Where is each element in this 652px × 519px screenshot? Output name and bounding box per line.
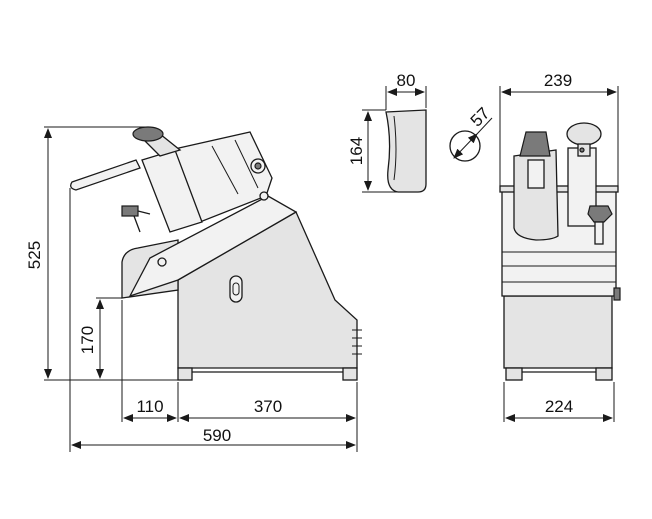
dim-label-width-top: 239 <box>544 71 572 90</box>
hopper-outline <box>385 109 427 193</box>
dim-label-hopper-width: 80 <box>397 71 416 90</box>
front-base-cabinet <box>503 295 613 369</box>
side-pivot <box>157 257 167 267</box>
dim-label-height-base: 170 <box>78 326 97 354</box>
dim-label-depth-front: 110 <box>136 397 163 416</box>
hopper-profile-view: 80 164 <box>347 71 427 193</box>
dim-line-feed-tube <box>453 133 478 159</box>
front-hopper-top <box>519 131 551 157</box>
feed-tube-diameter-view: 57 <box>449 104 494 162</box>
side-top-housing <box>128 195 298 298</box>
front-hopper-chute <box>513 149 559 241</box>
dim-label-width-base: 224 <box>545 397 573 416</box>
front-top-rail <box>499 185 619 193</box>
front-right-foot <box>595 367 613 381</box>
front-view: 239 224 <box>499 71 621 422</box>
dim-label-feed-tube: 57 <box>467 104 494 131</box>
dim-label-hopper-height: 164 <box>347 137 366 165</box>
side-vent-slot <box>229 275 243 303</box>
front-left-foot <box>505 367 523 381</box>
front-side-latch <box>613 287 621 301</box>
side-rear-foot <box>342 367 358 381</box>
side-view: 525 170 110 370 590 <box>25 126 362 452</box>
feed-tube-circle <box>449 130 481 162</box>
side-lever-handle <box>70 159 141 191</box>
side-front-foot <box>177 367 193 381</box>
dim-label-depth-total: 590 <box>203 426 231 445</box>
side-rear-pivot <box>259 191 269 201</box>
front-lock-screw <box>587 205 613 223</box>
side-pusher-knob <box>132 126 164 142</box>
front-pusher-knob <box>566 122 602 146</box>
side-lock-screw <box>121 205 139 217</box>
dim-label-height-total: 525 <box>25 241 44 269</box>
dim-label-depth-base: 370 <box>254 397 282 416</box>
